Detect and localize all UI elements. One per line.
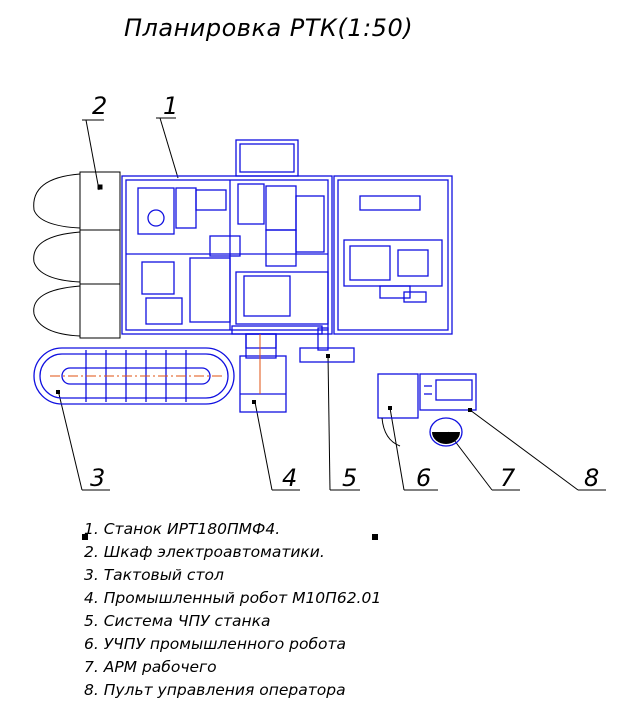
robot-controller (377, 373, 419, 419)
legend-item: 1. Станок ИРТ180ПМФ4. (84, 520, 281, 538)
legend-item: 6. УЧПУ промышленного робота (84, 635, 347, 653)
cnc-system (299, 347, 355, 363)
legend-item: 7. АРМ рабочего (84, 658, 217, 676)
drawing-title: Планировка РТК(1:50) (124, 14, 414, 42)
callout-2: 2 (92, 92, 108, 120)
leader-7 (447, 431, 493, 491)
callout-1: 1 (163, 92, 179, 120)
legend-item: 3. Тактовый стол (84, 566, 224, 584)
callout-3: 3 (90, 464, 106, 492)
legend-item: 4. Промышленный робот М10П62.01 (84, 589, 382, 607)
operator-workstation (429, 417, 463, 447)
leader-6 (389, 407, 405, 491)
legend-item: 8. Пульт управления оператора (84, 681, 346, 699)
door-arc-3 (33, 285, 81, 337)
marker-dot-left (82, 534, 88, 540)
legend-item: 5. Система ЧПУ станка (84, 612, 271, 630)
indexing-table (33, 347, 235, 405)
callout-5: 5 (342, 464, 358, 492)
operator-panel (419, 373, 477, 411)
industrial-robot (239, 333, 287, 413)
leader-2b (85, 119, 100, 191)
callout-4: 4 (282, 464, 298, 492)
leader-1b (159, 117, 179, 179)
leader-3 (57, 389, 83, 491)
equipment-legend: 1. Станок ИРТ180ПМФ4. 2. Шкаф электроавт… (84, 518, 381, 702)
marker-dot-right (372, 534, 378, 540)
legend-item: 2. Шкаф электроавтоматики. (84, 543, 325, 561)
callout-6: 6 (416, 464, 432, 492)
electrical-cabinet (79, 171, 121, 339)
door-arc-1 (33, 173, 81, 229)
machine-tool (121, 139, 453, 351)
leader-8 (469, 409, 579, 491)
callout-8: 8 (584, 464, 600, 492)
door-arc-2 (33, 231, 81, 283)
callout-7: 7 (500, 464, 516, 492)
leader-4 (254, 401, 273, 491)
leader-5 (327, 354, 331, 491)
